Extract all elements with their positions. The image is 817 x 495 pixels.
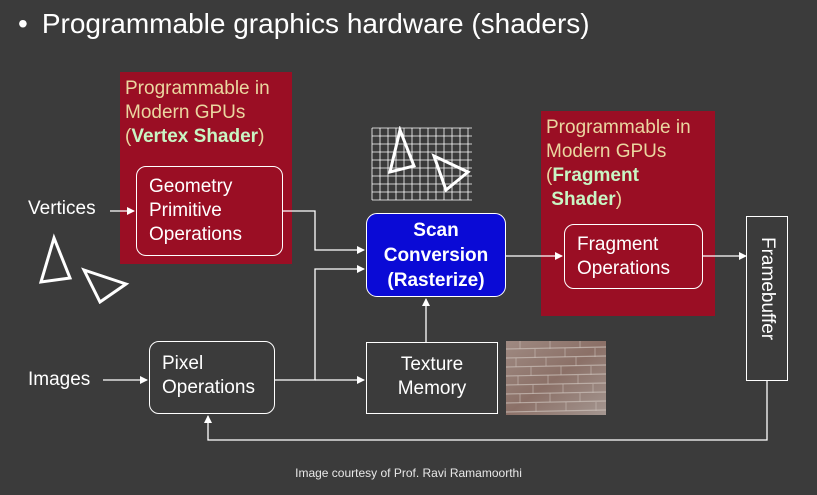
fragment-panel-line3: (Fragment xyxy=(546,164,714,188)
bullet: • xyxy=(18,8,28,39)
fragment-ops-line2: Operations xyxy=(577,258,670,279)
paren-open: ( xyxy=(546,165,553,186)
scan-line2: Conversion xyxy=(383,245,489,266)
raster-grid-icon xyxy=(370,126,474,204)
fragment-panel-text: Programmable in Modern GPUs (Fragment Sh… xyxy=(546,116,714,212)
arrow-framebuffer-to-pixel xyxy=(204,381,768,441)
vertices-label: Vertices xyxy=(28,198,96,219)
fragment-ops-line1: Fragment xyxy=(577,234,659,255)
slide-title: • Programmable graphics hardware (shaders… xyxy=(18,8,590,40)
geometry-line2: Primitive xyxy=(149,200,222,221)
geometry-line1: Geometry xyxy=(149,176,233,197)
fragment-panel-line4: Shader) xyxy=(546,188,714,212)
vertex-shader-label: Vertex Shader xyxy=(131,126,259,147)
fragment-shader-label-2: Shader xyxy=(551,189,616,210)
arrow-geometry-to-scan xyxy=(283,210,365,254)
fragment-panel-line1: Programmable in xyxy=(546,117,691,138)
image-courtesy-caption: Image courtesy of Prof. Ravi Ramamoorthi xyxy=(295,466,522,480)
fragment-panel-line2: Modern GPUs xyxy=(546,141,667,162)
pixel-operations-box: Pixel Operations xyxy=(149,341,275,414)
texture-line2: Memory xyxy=(397,378,467,399)
texture-line1: Texture xyxy=(400,354,464,375)
arrow-pixel-to-scan xyxy=(275,265,365,381)
framebuffer-label: Framebuffer xyxy=(757,237,778,341)
fragment-shader-label-1: Fragment xyxy=(552,165,639,186)
geometry-line3: Operations xyxy=(149,224,242,245)
texture-memory-box: Texture Memory xyxy=(366,342,498,414)
title-text: Programmable graphics hardware (shaders) xyxy=(41,8,590,39)
paren-close: ) xyxy=(258,126,265,147)
vertex-panel-line3: (Vertex Shader) xyxy=(125,125,293,149)
paren-close: ) xyxy=(615,189,623,210)
vertex-shader-panel xyxy=(120,72,292,264)
pixel-ops-line2: Operations xyxy=(162,377,255,398)
fragment-operations-box: Fragment Operations xyxy=(564,224,703,289)
framebuffer-box: Framebuffer xyxy=(746,216,788,381)
texture-brick-image xyxy=(506,341,606,415)
geometry-primitive-operations-box: Geometry Primitive Operations xyxy=(136,166,283,256)
images-label: Images xyxy=(28,369,91,390)
paren-open: ( xyxy=(125,126,132,147)
vertex-panel-line1: Programmable in xyxy=(125,78,270,99)
pixel-ops-line1: Pixel xyxy=(162,353,204,374)
vertex-panel-line2: Modern GPUs xyxy=(125,102,246,123)
scan-line1: Scan xyxy=(413,220,459,241)
scan-conversion-box: Scan Conversion (Rasterize) xyxy=(366,213,506,297)
vertex-panel-text: Programmable in Modern GPUs (Vertex Shad… xyxy=(125,77,293,149)
vertex-triangles-icon xyxy=(38,233,130,304)
scan-line3: (Rasterize) xyxy=(387,270,485,291)
